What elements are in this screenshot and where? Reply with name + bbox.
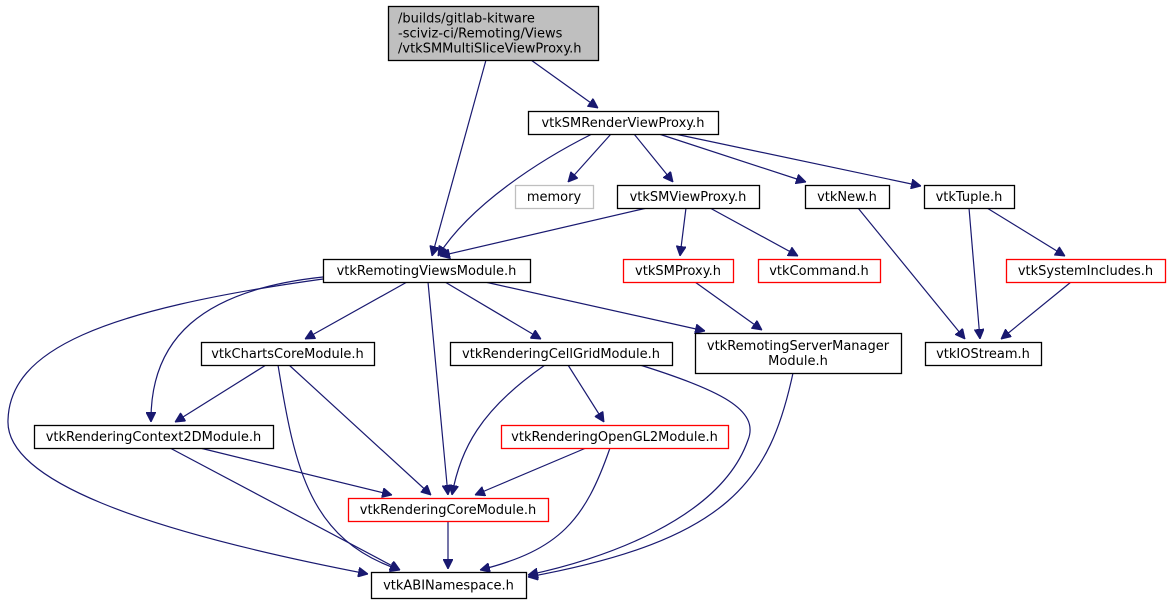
edge-smproxy-to-servermanager [694,281,762,330]
node-vtknew[interactable]: vtkNew.h [804,184,891,210]
node-systemincludes[interactable]: vtkSystemIncludes.h [1005,258,1167,284]
node-label: vtkRenderingCoreModule.h [360,503,536,518]
node-label: vtkSMViewProxy.h [630,190,747,205]
node-label: vtkIOStream.h [936,347,1030,362]
node-label: /vtkSMMultiSliceViewProxy.h [398,42,582,57]
edge-opengl2-to-abinamespace [480,447,611,570]
node-renderingcore[interactable]: vtkRenderingCoreModule.h [347,497,550,523]
node-box [347,497,550,523]
node-box [387,5,600,62]
node-abinamespace[interactable]: vtkABINamespace.h [370,571,528,600]
node-memory[interactable]: memory [514,184,595,210]
node-box [322,258,532,284]
node-context2d[interactable]: vtkRenderingContext2DModule.h [33,424,275,450]
edge-chartscore-to-renderingcore [288,364,431,495]
node-box [616,184,761,210]
edge-remotingviews-to-abinamespace [7,278,368,574]
node-box [370,571,528,600]
edge-vtknew-to-iostream [857,207,965,339]
edge-remotingviews-to-cellgrid [444,281,541,339]
edge-cellgrid-to-abinamespace [528,364,751,575]
node-box [500,424,730,450]
node-label: vtkRemotingViewsModule.h [337,264,517,279]
node-label: vtkSystemIncludes.h [1018,264,1153,279]
edge-vtktuple-to-iostream [968,207,980,339]
node-iostream[interactable]: vtkIOStream.h [924,341,1043,367]
node-chartscore[interactable]: vtkChartsCoreModule.h [200,341,376,367]
node-label: vtkTuple.h [936,190,1003,205]
node-box [1005,258,1167,284]
node-label: -sciviz-ci/Remoting/Views [398,27,563,42]
edge-vtktuple-to-systemincludes [986,207,1065,256]
edge-systemincludes-to-iostream [1001,281,1072,339]
node-box [622,258,735,284]
node-smproxy[interactable]: vtkSMProxy.h [622,258,735,284]
edges-layer [7,59,1072,577]
edge-renderviewproxy-to-viewproxy [633,133,673,182]
edge-viewproxy-to-remotingviews [440,207,648,256]
node-label: vtkNew.h [817,190,877,205]
nodes-layer: /builds/gitlab-kitware-sciviz-ci/Remotin… [33,5,1167,600]
edge-cellgrid-to-renderingcore [452,364,546,495]
node-label: memory [527,190,582,205]
node-label: vtkSMProxy.h [635,264,721,279]
edge-cellgrid-to-opengl2 [567,364,604,422]
edge-servermanager-to-abinamespace [528,372,794,577]
node-box [449,341,674,367]
edge-renderviewproxy-to-vtktuple [674,133,921,186]
edge-root-to-renderviewproxy [530,59,598,108]
node-vtktuple[interactable]: vtkTuple.h [923,184,1016,210]
edge-remotingviews-to-servermanager [484,281,705,331]
node-label: vtkChartsCoreModule.h [211,347,364,362]
node-label: vtkRemotingServerManager [707,339,890,354]
node-root[interactable]: /builds/gitlab-kitware-sciviz-ci/Remotin… [387,5,600,62]
edge-root-to-remotingviews [432,59,487,256]
node-box [527,110,720,136]
node-cellgrid[interactable]: vtkRenderingCellGridModule.h [449,341,674,367]
node-box [924,341,1043,367]
edge-chartscore-to-abinamespace [277,364,400,570]
node-box [757,258,882,284]
node-box [694,332,903,375]
edge-renderviewproxy-to-remotingviews [438,133,593,256]
edge-viewproxy-to-smproxy [680,207,687,256]
edge-viewproxy-to-command [709,207,798,256]
node-label: /builds/gitlab-kitware [398,12,535,27]
node-label: vtkABINamespace.h [383,579,514,594]
node-label: vtkRenderingContext2DModule.h [46,430,262,445]
node-box [200,341,376,367]
node-label: Module.h [768,354,828,369]
edge-context2d-to-renderingcore [199,447,392,495]
node-box [804,184,891,210]
edge-opengl2-to-renderingcore [475,447,587,495]
edge-remotingviews-to-chartscore [305,281,408,339]
node-label: vtkRenderingCellGridModule.h [462,347,660,362]
edge-renderviewproxy-to-memory [568,133,612,182]
node-renderviewproxy[interactable]: vtkSMRenderViewProxy.h [527,110,720,136]
edge-renderviewproxy-to-vtknew [658,133,806,182]
edge-chartscore-to-context2d [175,364,267,422]
edge-context2d-to-abinamespace [169,447,400,571]
node-opengl2[interactable]: vtkRenderingOpenGL2Module.h [500,424,730,450]
node-box [923,184,1016,210]
edge-remotingviews-to-context2d [151,276,324,422]
node-label: vtkSMRenderViewProxy.h [541,116,704,131]
node-box [33,424,275,450]
edge-remotingviews-to-renderingcore [427,281,448,495]
node-viewproxy[interactable]: vtkSMViewProxy.h [616,184,761,210]
node-label: vtkCommand.h [769,264,869,279]
node-label: vtkRenderingOpenGL2Module.h [511,430,718,445]
node-box [514,184,595,210]
node-command[interactable]: vtkCommand.h [757,258,882,284]
node-remotingviews[interactable]: vtkRemotingViewsModule.h [322,258,532,284]
